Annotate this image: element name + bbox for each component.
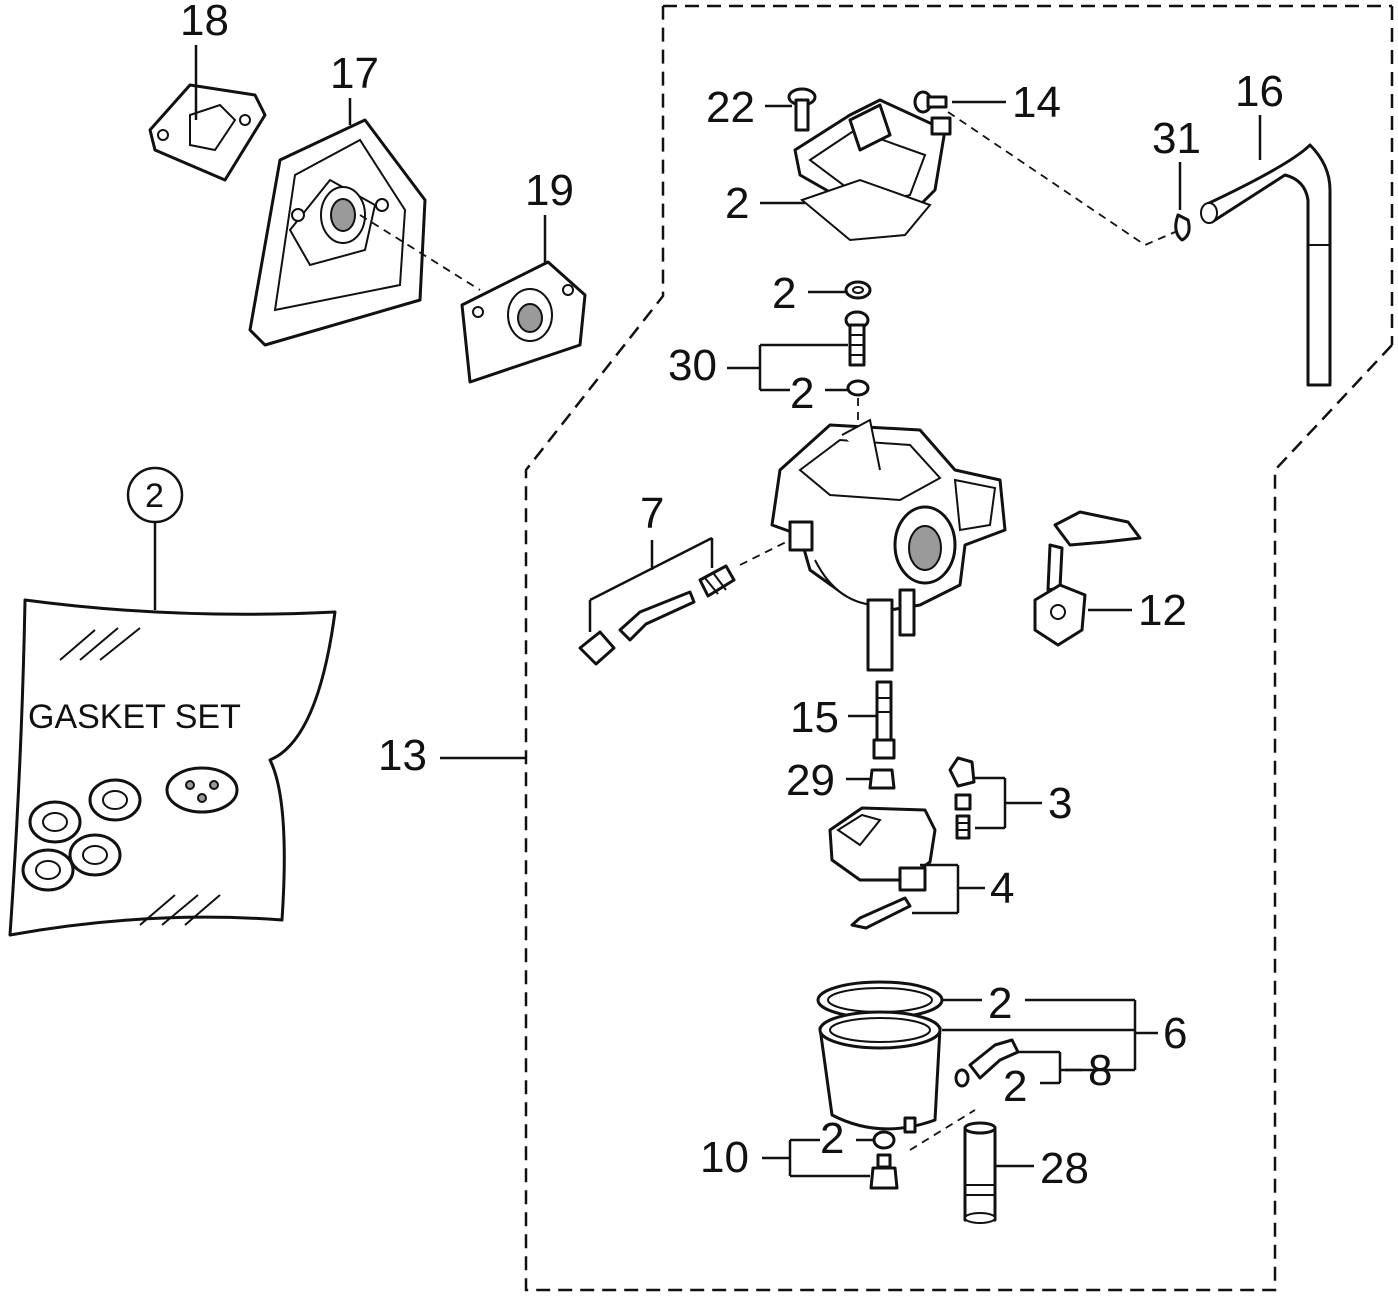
part-2-drain-washer	[872, 1130, 896, 1150]
callout-2-a: 2	[772, 269, 796, 318]
callout-2-e: 2	[820, 1114, 844, 1163]
callout-3: 3	[1048, 779, 1072, 828]
part-2-top-gasket	[799, 178, 932, 242]
callout-2-b: 2	[790, 369, 814, 418]
callout-2-d: 2	[1003, 1062, 1027, 1111]
carburetor-body	[770, 418, 1007, 672]
part-15-nozzle	[872, 680, 896, 760]
part-3-float-needle	[948, 756, 976, 840]
part-29-main-jet	[868, 768, 896, 790]
part-31-clip	[1174, 213, 1191, 242]
callout-10: 10	[700, 1133, 749, 1182]
callout-30: 30	[668, 341, 717, 390]
callout-31: 31	[1152, 114, 1201, 163]
gasket-set-bag	[8, 598, 337, 937]
callout-28: 28	[1040, 1144, 1089, 1193]
callout-4: 4	[990, 864, 1014, 913]
part-17-insulator	[248, 118, 427, 347]
part-28-drain-tube	[963, 1121, 997, 1224]
callout-7: 7	[640, 489, 664, 538]
part-2-washer-upper	[844, 280, 872, 300]
part-6-float-bowl	[818, 1010, 942, 1134]
part-10-drain-bolt	[869, 1153, 899, 1190]
o-ring-3	[21, 848, 75, 892]
callout-2-c: 2	[988, 979, 1012, 1028]
part-14-screw	[913, 90, 948, 114]
callout-14: 14	[1012, 78, 1061, 127]
callout-18: 18	[180, 0, 229, 45]
callout-15: 15	[790, 693, 839, 742]
o-ring-2	[88, 778, 142, 822]
callout-17: 17	[330, 49, 379, 98]
callout-12: 12	[1138, 586, 1187, 635]
part-2-bowl-gasket	[816, 980, 944, 1020]
callout-2-top: 2	[725, 179, 749, 228]
part-18-gasket	[148, 83, 267, 182]
callout-29: 29	[786, 756, 835, 805]
part-top-cover	[793, 98, 952, 217]
callout-6: 6	[1163, 1009, 1187, 1058]
part-30-jet	[844, 310, 870, 367]
part-4-float	[828, 806, 937, 930]
part-19-gasket	[460, 260, 587, 384]
o-ring-4	[68, 833, 122, 877]
part-16-fuel-tube	[1200, 143, 1332, 387]
callout-16: 16	[1235, 67, 1284, 116]
callout-19: 19	[525, 166, 574, 215]
assembly-boundary	[524, 4, 1394, 1292]
part-2-washer-lower	[846, 379, 870, 397]
washer-disc	[165, 766, 239, 814]
callout-13: 13	[378, 731, 427, 780]
callout-8: 8	[1088, 1046, 1112, 1095]
o-ring-1	[28, 800, 82, 844]
part-22-screw	[787, 87, 817, 132]
part-7-idle-screw	[578, 564, 736, 666]
kit-ref-number: 2	[145, 477, 164, 515]
callout-22: 22	[706, 83, 755, 132]
gasket-set-label: GASKET SET	[28, 698, 241, 736]
part-12-choke-lever	[1033, 510, 1142, 647]
